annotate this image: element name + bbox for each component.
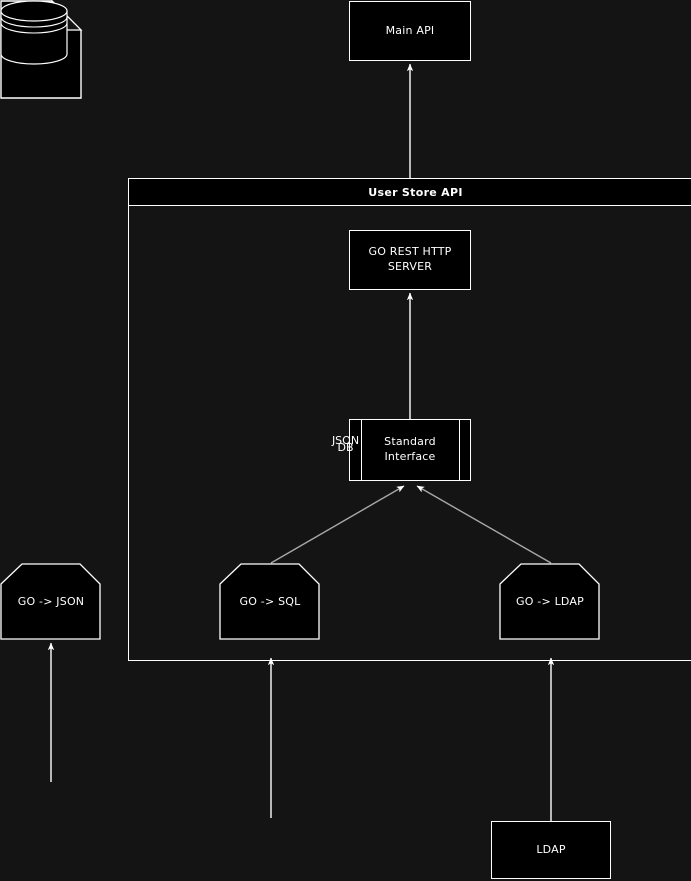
package-shape-icon bbox=[0, 563, 101, 640]
edge-goldap-to-interface bbox=[416, 485, 552, 564]
edge-gosql-to-interface bbox=[270, 485, 405, 564]
component-bar-right-icon bbox=[459, 419, 460, 481]
package-shape-icon bbox=[499, 563, 600, 640]
node-go-sql[interactable]: GO -> SQL bbox=[219, 563, 320, 640]
node-ldap[interactable]: LDAP bbox=[491, 821, 611, 879]
node-standard-interface-label: Standard Interface bbox=[384, 435, 436, 463]
package-shape-icon bbox=[219, 563, 320, 640]
node-go-rest-http-server[interactable]: GO REST HTTP SERVER bbox=[349, 230, 471, 290]
node-db-label: DB bbox=[337, 441, 354, 454]
node-main-api-label: Main API bbox=[385, 23, 435, 37]
node-go-ldap[interactable]: GO -> LDAP bbox=[499, 563, 600, 640]
node-db[interactable]: DB bbox=[0, 0, 354, 454]
cylinder-shape-icon bbox=[0, 0, 68, 65]
container-user-store-api[interactable]: User Store API bbox=[128, 178, 691, 661]
node-go-json[interactable]: GO -> JSON bbox=[0, 563, 101, 640]
node-go-json-label: GO -> JSON bbox=[17, 595, 85, 608]
component-bar-left-icon bbox=[361, 419, 362, 481]
node-standard-interface[interactable]: Standard Interface bbox=[349, 419, 471, 481]
node-main-api[interactable]: Main API bbox=[349, 1, 471, 61]
node-go-sql-label: GO -> SQL bbox=[239, 595, 301, 608]
container-user-store-api-title: User Store API bbox=[129, 179, 691, 206]
node-ldap-label: LDAP bbox=[536, 842, 566, 856]
node-go-ldap-label: GO -> LDAP bbox=[516, 595, 584, 608]
node-go-rest-http-server-label: GO REST HTTP SERVER bbox=[368, 245, 452, 273]
